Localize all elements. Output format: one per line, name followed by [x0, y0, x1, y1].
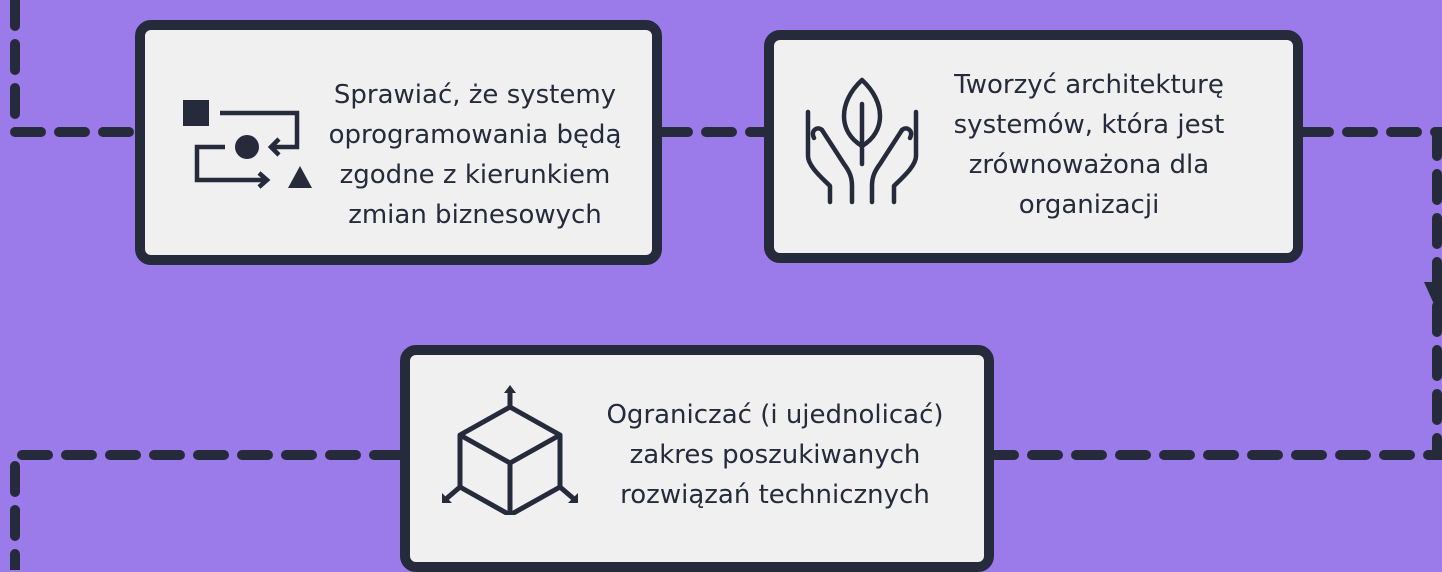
card-text: Sprawiać, że systemy oprogramowania będą…: [320, 75, 630, 235]
connector-card2-right: [989, 127, 1442, 460]
card-text-line: Sprawiać, że systemy: [333, 80, 617, 110]
card-text-line: zmian biznesowych: [348, 200, 602, 230]
card-limit-solutions: Ograniczać (i ujednolicać) zakres poszuk…: [400, 345, 994, 572]
card-text: Ograniczać (i ujednolicać) zakres poszuk…: [580, 395, 970, 515]
card-text-line: systemów, która jest: [953, 110, 1225, 140]
card-text-line: oprogramowania będą: [328, 120, 622, 150]
card-text-line: zakres poszukiwanych: [629, 440, 921, 470]
card-text-line: organizacji: [1018, 190, 1160, 220]
connector-left-top: [10, 0, 140, 137]
flow-arrow-icon: [1424, 282, 1442, 322]
card-text-line: Ograniczać (i ujednolicać): [606, 400, 944, 430]
card-text: Tworzyć architekturę systemów, która jes…: [939, 65, 1239, 225]
process-flow-icon: [175, 92, 315, 192]
connector-card3-left: [10, 450, 405, 570]
card-text-line: zrównoważona dla: [968, 150, 1210, 180]
card-sustainable-architecture: Tworzyć architekturę systemów, która jes…: [764, 30, 1303, 263]
cube-arrows-icon: [440, 385, 580, 515]
card-text-line: Tworzyć architekturę: [954, 70, 1224, 100]
card-text-line: zgodne z kierunkiem: [339, 160, 611, 190]
card-business-alignment: Sprawiać, że systemy oprogramowania będą…: [135, 20, 662, 265]
hands-leaf-icon: [792, 68, 932, 208]
card-text-line: rozwiązań technicznych: [620, 480, 930, 510]
